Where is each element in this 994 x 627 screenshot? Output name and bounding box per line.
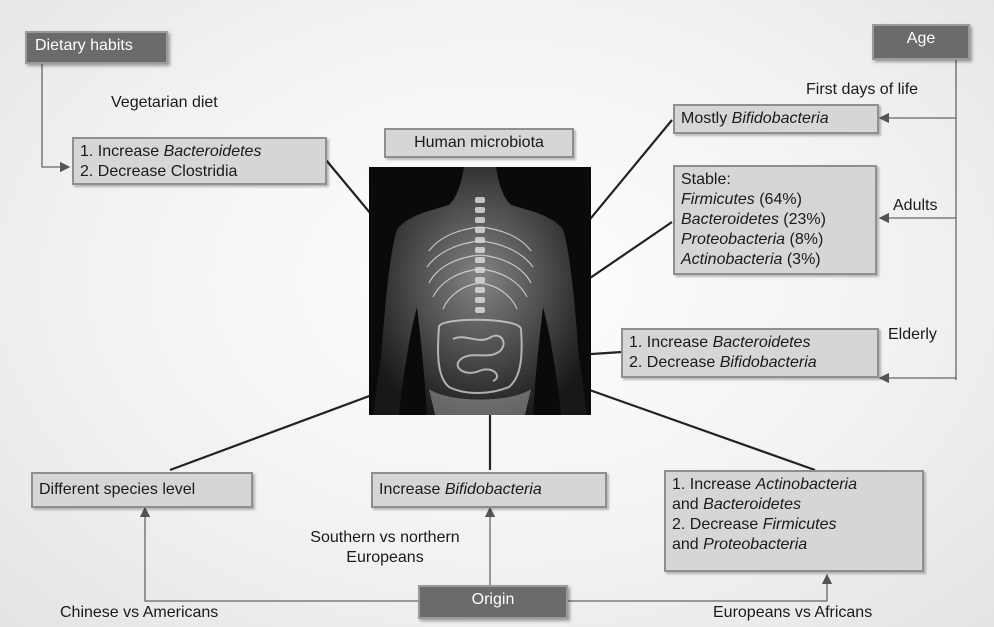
age-text: Age (907, 30, 935, 47)
phylum-proteobacteria: Proteobacteria (8%) (681, 230, 869, 250)
dietary-arrow (42, 63, 69, 167)
phylum-actinobacteria: Actinobacteria (3%) (681, 250, 869, 270)
origin-header: Origin (418, 585, 568, 619)
vegetarian-diet-label: Vegetarian diet (111, 93, 218, 113)
dietary-habits-header: Dietary habits (25, 31, 168, 64)
human-microbiota-title: Human microbiota (384, 128, 574, 158)
adults-label: Adults (893, 196, 937, 216)
chinese-americans-label: Chinese vs Americans (60, 603, 218, 623)
dietary-item-1: 1. Increase Bacteroidetes (80, 142, 319, 162)
first-days-box: Mostly Bifidobacteria (673, 104, 879, 134)
europeans-africans-label: Europeans vs Africans (713, 603, 872, 623)
ea-line-3: 2. Decrease Firmicutes (672, 515, 916, 535)
age-header: Age (872, 24, 970, 60)
different-species-box: Different species level (31, 472, 253, 508)
origin-right-arrow (568, 575, 827, 601)
increase-bifido-box: Increase Bifidobacteria (371, 472, 607, 508)
ea-line-1: 1. Increase Actinobacteria (672, 475, 916, 495)
elderly-box: 1. Increase Bacteroidetes 2. Decrease Bi… (621, 328, 879, 378)
elderly-item-2: 2. Decrease Bifidobacteria (629, 353, 871, 373)
europeans-africans-box: 1. Increase Actinobacteria and Bacteroid… (664, 470, 924, 572)
southern-northern-label: Southern vs northern Europeans (280, 528, 490, 568)
dietary-effects-box: 1. Increase Bacteroidetes 2. Decrease Cl… (72, 137, 327, 185)
first-days-label: First days of life (806, 80, 918, 100)
stable-label: Stable: (681, 170, 869, 190)
origin-text: Origin (472, 591, 515, 608)
elderly-item-1: 1. Increase Bacteroidetes (629, 333, 871, 353)
phylum-bacteroidetes: Bacteroidetes (23%) (681, 210, 869, 230)
adults-box: Stable: Firmicutes (64%) Bacteroidetes (… (673, 165, 877, 275)
human-microbiota-text: Human microbiota (414, 134, 544, 151)
elderly-label: Elderly (888, 325, 937, 345)
torso-anatomy-image (369, 167, 591, 415)
ea-line-2: and Bacteroidetes (672, 495, 916, 515)
dietary-item-2: 2. Decrease Clostridia (80, 162, 319, 182)
dietary-habits-text: Dietary habits (35, 37, 133, 54)
age-elderly-arrow (880, 378, 956, 380)
torso-illustration (369, 167, 591, 415)
phylum-firmicutes: Firmicutes (64%) (681, 190, 869, 210)
ea-line-4: and Proteobacteria (672, 535, 916, 555)
